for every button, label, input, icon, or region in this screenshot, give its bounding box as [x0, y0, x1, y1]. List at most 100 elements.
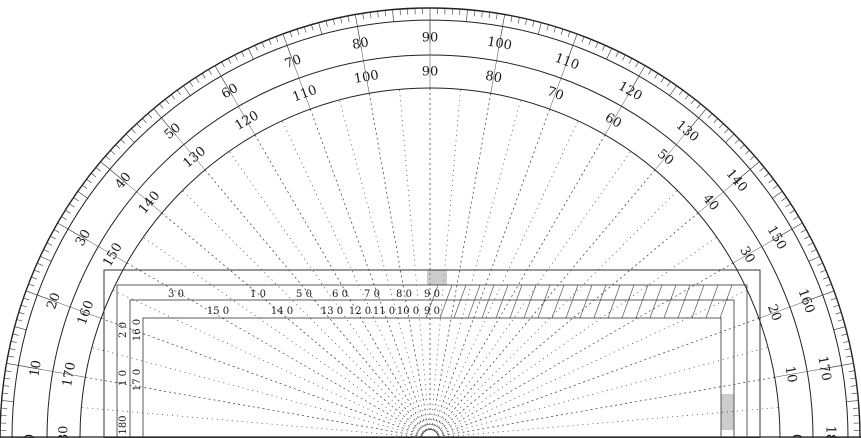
outer-label-90: 90	[422, 31, 439, 46]
ray-140	[161, 212, 425, 434]
ray-155	[112, 289, 423, 435]
ray-60	[433, 134, 606, 432]
tick-124	[189, 81, 194, 87]
outer-label-180: 0	[23, 434, 38, 438]
inner-label-80: 80	[484, 69, 503, 87]
tick-21	[825, 283, 832, 287]
slant-21	[719, 284, 733, 319]
tick-134	[131, 128, 136, 134]
outer-label-110: 70	[283, 52, 304, 72]
tick-major-30	[732, 228, 793, 264]
ray-20	[437, 317, 760, 436]
tick-99	[362, 13, 364, 20]
tick-major-120	[220, 75, 256, 136]
tick-131	[147, 113, 153, 119]
tick-6	[851, 392, 858, 394]
tick-175	[1, 400, 14, 402]
slant-5	[495, 284, 509, 319]
inner-label-140: 140	[136, 188, 163, 217]
tick-53	[684, 94, 690, 100]
tick-125	[183, 85, 191, 96]
outer-label-170: 10	[27, 359, 45, 378]
tick-37	[768, 178, 774, 184]
tick-148	[65, 209, 71, 214]
arc-2	[46, 54, 814, 438]
tick-143	[86, 178, 92, 184]
outer-label-160: 20	[44, 291, 64, 312]
tick-14	[841, 333, 848, 336]
outer-label-120: 60	[219, 81, 241, 102]
ray-80	[431, 93, 492, 431]
tick-68	[588, 39, 592, 45]
rect-row2-label-2: 13 0	[321, 306, 343, 317]
slant-20	[705, 284, 719, 319]
ray-175	[81, 407, 423, 438]
ray-95	[399, 89, 430, 431]
tick-147	[69, 203, 75, 208]
tick-153	[46, 242, 53, 246]
inner-label-100: 100	[353, 68, 380, 87]
ray-105	[339, 99, 429, 431]
tick-54	[678, 89, 683, 96]
slant-4	[481, 284, 495, 319]
outer-label-20: 160	[795, 287, 818, 315]
tick-146	[73, 197, 79, 202]
tick-128	[165, 98, 170, 105]
tick-159	[28, 283, 35, 287]
ray-100	[368, 93, 429, 431]
inner-label-160: 160	[75, 299, 98, 327]
ray-10	[437, 376, 775, 437]
slant-18	[677, 284, 691, 319]
rect-top-label-3: 6 0	[332, 289, 348, 300]
tick-155	[40, 256, 52, 262]
ray-150	[126, 262, 424, 435]
tick-35	[772, 191, 783, 199]
tick-29	[800, 229, 807, 233]
tick-169	[7, 355, 14, 358]
tick-127	[170, 94, 176, 100]
outer-label-40: 140	[723, 167, 750, 196]
tick-149	[61, 216, 67, 220]
tick-25	[808, 256, 820, 262]
tick-47	[718, 123, 724, 129]
tick-7	[850, 385, 857, 387]
tick-82	[488, 12, 491, 19]
tick-48	[713, 118, 718, 124]
inner-label-120: 120	[232, 108, 261, 133]
tick-44	[734, 139, 740, 144]
slant-6	[509, 284, 523, 319]
tick-16	[837, 319, 844, 322]
tick-141	[95, 167, 101, 172]
slant-0	[425, 284, 439, 319]
tick-31	[793, 216, 799, 220]
tick-8	[849, 377, 856, 380]
tick-109	[289, 31, 293, 38]
ray-75	[431, 99, 521, 431]
rect-top-label-4: 7 0	[364, 289, 380, 300]
tick-5	[846, 400, 859, 402]
inner-label-20: 20	[764, 302, 784, 323]
ray-65	[433, 120, 579, 431]
rect-top-label-1: 1 0	[250, 289, 266, 300]
tick-102	[340, 17, 343, 24]
tick-121	[208, 69, 212, 75]
tick-major-70	[549, 45, 574, 110]
rect-row2-label-5: 10 0	[397, 306, 419, 317]
tick-108	[296, 28, 300, 35]
slant-11	[579, 284, 593, 319]
inner-label-130: 130	[180, 144, 209, 171]
outer-label-100: 80	[351, 35, 370, 53]
tick-67	[595, 42, 599, 48]
tick-9	[848, 370, 855, 372]
inner-label-40: 40	[699, 192, 721, 214]
rect-colB-label-0: 16 0	[132, 319, 143, 341]
tick-64	[615, 51, 619, 58]
ray-165	[91, 347, 423, 437]
tick-162	[20, 304, 27, 308]
tick-55	[669, 85, 677, 96]
tick-158	[31, 276, 37, 280]
rect-row2-label-0: 15 0	[207, 306, 229, 317]
ray-45	[435, 190, 678, 433]
rect-colB-label-1: 17 0	[132, 369, 143, 391]
tick-11	[846, 355, 853, 358]
